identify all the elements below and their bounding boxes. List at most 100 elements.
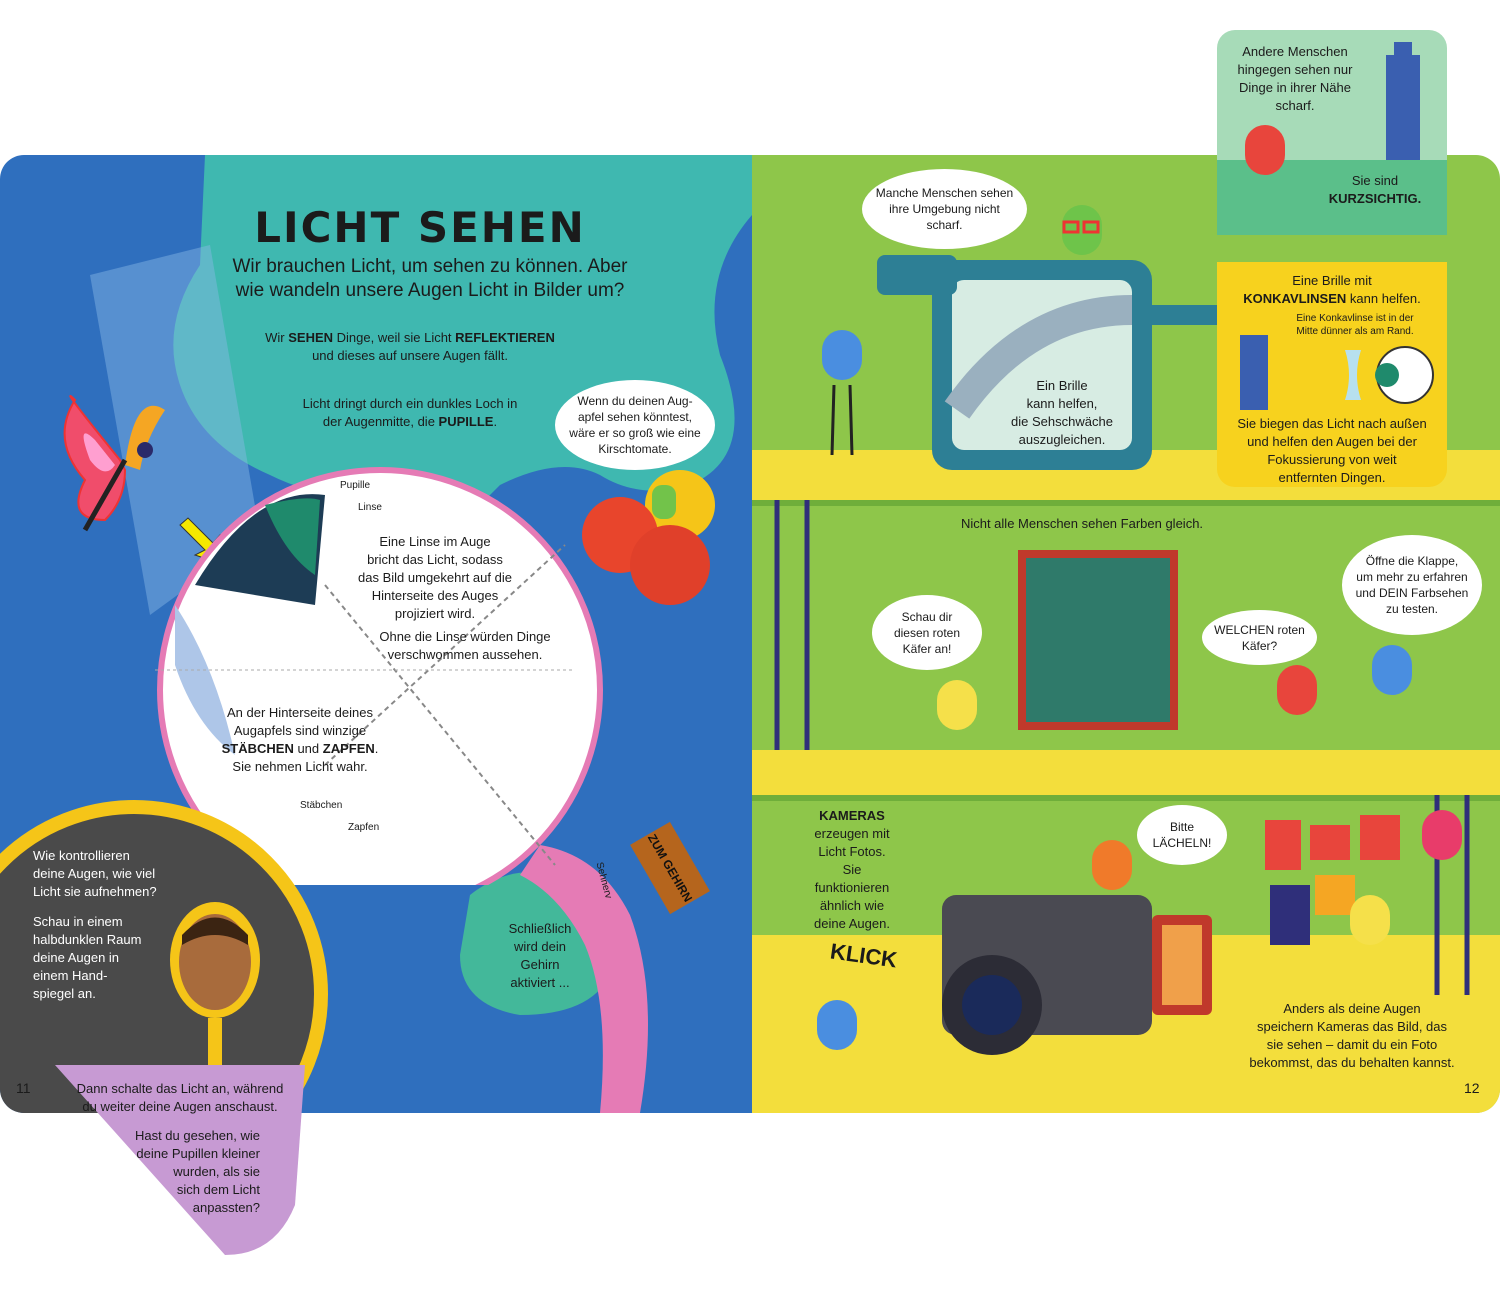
tomato-speech-bubble: Wenn du deinen Aug- apfel sehen könntest… xyxy=(555,380,715,470)
text-line: wurden, als sie xyxy=(173,1164,260,1179)
text-line: Hast du gesehen, wie xyxy=(134,1128,260,1143)
text-line: Licht sie aufnehmen? xyxy=(33,884,157,899)
text-run: KAMERAS xyxy=(819,808,885,823)
text-line: Sie biegen das Licht nach außen xyxy=(1237,416,1427,431)
tab-top-text: Andere Menschen hingegen sehen nur Dinge… xyxy=(1225,43,1365,115)
page-number-left: 11 xyxy=(16,1080,31,1096)
text-line: einem Hand- xyxy=(33,968,108,983)
pink-character-icon xyxy=(1422,810,1462,860)
subtitle-line: wie wandeln unsere Augen Licht in Bilder… xyxy=(235,280,625,301)
text-line: Wie kontrollieren xyxy=(33,848,130,863)
text-line: zu testen. xyxy=(1385,602,1438,616)
left-page-background-shapes xyxy=(90,155,752,1113)
painting-frame xyxy=(1018,550,1178,730)
text-line: Manche Menschen sehen xyxy=(875,186,1014,200)
text-run: und dieses auf unsere Augen fällt. xyxy=(312,348,508,363)
text-line: Augapfels sind winzige xyxy=(233,723,367,738)
text-line: deine Augen. xyxy=(814,916,890,931)
text-line: auszugleichen. xyxy=(1018,432,1106,447)
text-line: Eine Linse im Auge xyxy=(379,534,491,549)
text-line: Fokussierung von weit xyxy=(1267,452,1397,467)
text-line: Ein Brille xyxy=(1036,378,1088,393)
text-line: bricht das Licht, sodass xyxy=(367,552,503,567)
text-line: Gehirn xyxy=(520,957,560,972)
hand-mirror-icon xyxy=(170,902,260,1088)
tab-bottom-text: Sie biegen das Licht nach außen und helf… xyxy=(1222,415,1442,487)
text-line: ähnlich wie xyxy=(819,898,885,913)
glasses-illustration xyxy=(877,255,1327,470)
flap-text-a: Dann schalte das Licht an, während du we… xyxy=(60,1080,300,1116)
text-line: bekommst, das du behalten kannst. xyxy=(1249,1055,1455,1070)
blue-character-icon xyxy=(822,330,862,456)
text-run: . xyxy=(374,741,379,756)
camera-icon xyxy=(942,895,1212,1055)
flap-text-b: Hast du gesehen, wie deine Pupillen klei… xyxy=(110,1127,260,1217)
page-subtitle: Wir brauchen Licht, um sehen zu können. … xyxy=(180,255,680,303)
skyscraper-icon xyxy=(1386,42,1420,160)
text-line: und helfen den Augen bei der xyxy=(1247,434,1417,449)
text-line: Öffne die Klappe, xyxy=(1365,554,1459,568)
text-line: ihre Umgebung nicht xyxy=(889,202,1000,216)
text-line: Eine Brille mit xyxy=(1292,273,1372,288)
orange-character-icon xyxy=(1092,840,1132,890)
text-run: kann helfen. xyxy=(1346,291,1421,306)
text-line: du weiter deine Augen anschaust. xyxy=(82,1099,278,1114)
retina-text: An der Hinterseite deines Augapfels sind… xyxy=(200,704,400,776)
yellow-character-icon xyxy=(937,680,977,730)
intro-paragraph: Wir SEHEN Dinge, weil sie Licht REFLEKTI… xyxy=(220,329,600,365)
page-title: LICHT SEHEN xyxy=(254,203,586,252)
text-line: Anders als deine Augen xyxy=(1283,1001,1421,1016)
text-line: Hinterseite des Auges xyxy=(371,588,499,603)
label-zapfen: Zapfen xyxy=(348,822,380,833)
text-line: LÄCHELN! xyxy=(1152,836,1212,850)
label-staebchen: Stäbchen xyxy=(300,800,343,811)
text-line: Wenn du deinen Aug- xyxy=(577,394,693,408)
label-linse: Linse xyxy=(358,502,382,513)
concave-lens-diagram xyxy=(1240,335,1434,410)
text-run: Licht dringt durch ein dunkles Loch in xyxy=(302,396,518,411)
text-line: deine Pupillen kleiner xyxy=(136,1146,260,1161)
text-line: Sie nehmen Licht wahr. xyxy=(232,759,368,774)
text-line: Käfer an! xyxy=(902,641,952,656)
tab-brille-text: Eine Brille mit KONKAVLINSEN kann helfen… xyxy=(1222,272,1442,308)
text-line: und DEIN Farbsehen xyxy=(1355,586,1469,600)
text-line: das Bild umgekehrt auf die xyxy=(358,570,512,585)
text-line: erzeugen mit xyxy=(814,826,890,841)
text-line: sich dem Licht xyxy=(176,1182,260,1197)
tab-kurz-text: Sie sind KURZSICHTIG. xyxy=(1320,172,1430,208)
text-line: Schau dir xyxy=(901,609,953,624)
text-line: scharf. xyxy=(1275,98,1315,113)
text-line: aktiviert ... xyxy=(510,975,570,990)
text-line: wäre er so groß wie eine xyxy=(569,426,701,440)
text-line: die Sehschwäche xyxy=(1011,414,1113,429)
ladder-icon xyxy=(774,500,810,750)
text-line: Schließlich xyxy=(508,921,572,936)
text-run: Dinge, weil sie Licht xyxy=(333,330,456,345)
text-line: speichern Kameras das Bild, das xyxy=(1256,1019,1448,1034)
lens-text: Eine Linse im Auge bricht das Licht, sod… xyxy=(340,533,530,623)
red-character-icon xyxy=(1277,665,1317,715)
speech-bubble-schau: Schau dir diesen roten Käfer an! xyxy=(872,595,982,670)
blue-character-icon xyxy=(1372,645,1412,695)
brain-text: Schließlich wird dein Gehirn aktiviert .… xyxy=(490,920,590,992)
text-line: Sie sind xyxy=(1351,173,1399,188)
photo-wall-icon xyxy=(1265,815,1400,945)
text-run: REFLEKTIEREN xyxy=(455,330,555,345)
text-line: anpassten? xyxy=(192,1200,260,1215)
blue-character-icon xyxy=(817,1000,857,1050)
text-line: Käfer? xyxy=(1241,638,1278,653)
text-run: STÄBCHEN xyxy=(221,741,294,756)
green-character-icon xyxy=(1062,205,1102,255)
text-line: Mitte dünner als am Rand. xyxy=(1296,326,1414,337)
text-line: kann helfen, xyxy=(1026,396,1098,411)
text-line: halbdunklen Raum xyxy=(33,932,142,947)
yellow-character-icon xyxy=(1350,895,1390,945)
text-line: Licht Fotos. xyxy=(818,844,886,859)
text-line: Ohne die Linse würden Dinge xyxy=(379,629,551,644)
text-line: funktionieren xyxy=(814,880,890,895)
tab-small-text: Eine Konkavlinse ist in der Mitte dünner… xyxy=(1270,312,1440,338)
text-run: ZAPFEN xyxy=(322,741,375,756)
floor-band xyxy=(752,750,1500,795)
text-line: Bitte xyxy=(1169,820,1194,834)
tomato-icon xyxy=(582,470,715,605)
